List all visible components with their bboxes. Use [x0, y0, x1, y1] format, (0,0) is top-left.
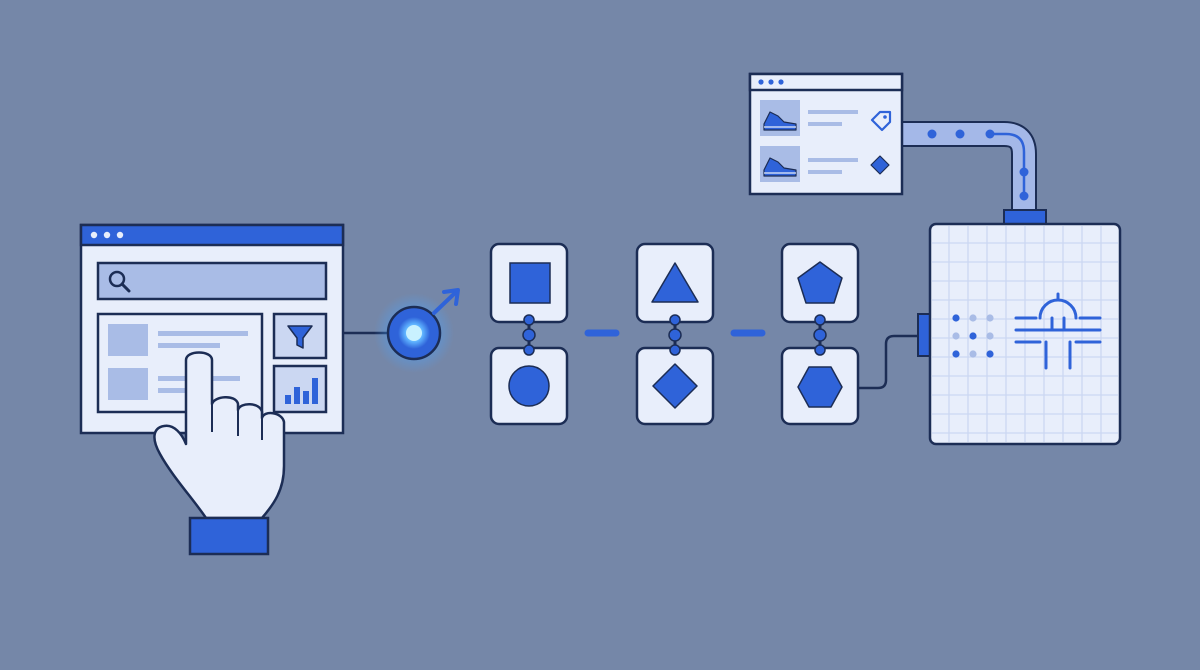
text-line-placeholder: [808, 110, 858, 114]
connector-products-to-engine-line: [990, 132, 1026, 200]
window-dot: [778, 79, 784, 85]
hand-cuff: [188, 516, 270, 556]
status-dot: [986, 314, 994, 322]
status-dot: [952, 314, 960, 322]
search-icon: [108, 270, 131, 293]
status-dot: [952, 350, 960, 358]
window-dot: [768, 79, 774, 85]
browser-window: [79, 223, 345, 435]
sneaker-icon: [763, 111, 797, 131]
connector-products-to-engine-pipe: [902, 121, 1037, 212]
status-dot: [986, 332, 994, 340]
search-bar[interactable]: [96, 261, 328, 301]
text-line-placeholder: [158, 331, 248, 336]
engine-grid: [932, 226, 1118, 442]
status-dot: [952, 332, 960, 340]
pipe-dot: [1019, 167, 1029, 177]
pipe-dot: [955, 129, 965, 139]
status-dot: [969, 350, 977, 358]
bar-chart-icon: [285, 378, 318, 404]
product-row[interactable]: [760, 146, 890, 182]
text-line-placeholder: [158, 343, 220, 348]
hand-pointer-icon: [153, 351, 286, 556]
triangle-shape: [651, 262, 699, 303]
window-dot: [758, 79, 764, 85]
circle-shape: [508, 365, 550, 407]
browser-title-bar: [79, 223, 345, 247]
connector-modules-to-engine: [858, 334, 922, 390]
module-column-1: [489, 242, 569, 426]
connectors: [344, 121, 1037, 390]
analytics-button[interactable]: [272, 364, 328, 414]
filter-button[interactable]: [272, 312, 328, 360]
thumbnail-placeholder: [108, 324, 148, 356]
window-dot: [116, 231, 124, 239]
module-column-3: [780, 242, 860, 426]
chain-link: [522, 314, 536, 356]
module-column-2: [635, 242, 715, 426]
pipe-dot: [985, 129, 995, 139]
diamond-shape: [652, 363, 698, 409]
window-dot: [103, 231, 111, 239]
hexagon-shape: [797, 366, 843, 408]
product-window: [748, 72, 904, 196]
text-line-placeholder: [808, 122, 842, 126]
price-tag-icon: [870, 110, 892, 132]
diamond-tag-icon: [870, 155, 890, 175]
engine-panel: [917, 209, 1122, 446]
chain-link: [813, 314, 827, 356]
list-item[interactable]: [108, 324, 248, 356]
product-window-title-bar: [748, 72, 904, 92]
engine-status-dots: [952, 314, 994, 358]
status-dot: [986, 350, 994, 358]
thumbnail-placeholder: [108, 368, 148, 400]
text-line-placeholder: [808, 170, 842, 174]
circuit-chip-icon: [1014, 292, 1102, 370]
status-dot: [969, 314, 977, 322]
text-line-placeholder: [158, 388, 210, 393]
results-list: [96, 312, 264, 414]
pipe-dot: [927, 129, 937, 139]
square-shape: [509, 262, 551, 304]
glowing-node-arrow-icon: [374, 288, 460, 373]
chain-link: [668, 314, 682, 356]
filter-icon: [287, 325, 313, 349]
pipe-dot: [1019, 191, 1029, 201]
status-dot: [969, 332, 977, 340]
pentagon-shape: [797, 261, 843, 304]
text-line-placeholder: [808, 158, 858, 162]
window-dot: [90, 231, 98, 239]
product-row[interactable]: [760, 100, 892, 136]
sneaker-icon: [763, 157, 797, 177]
